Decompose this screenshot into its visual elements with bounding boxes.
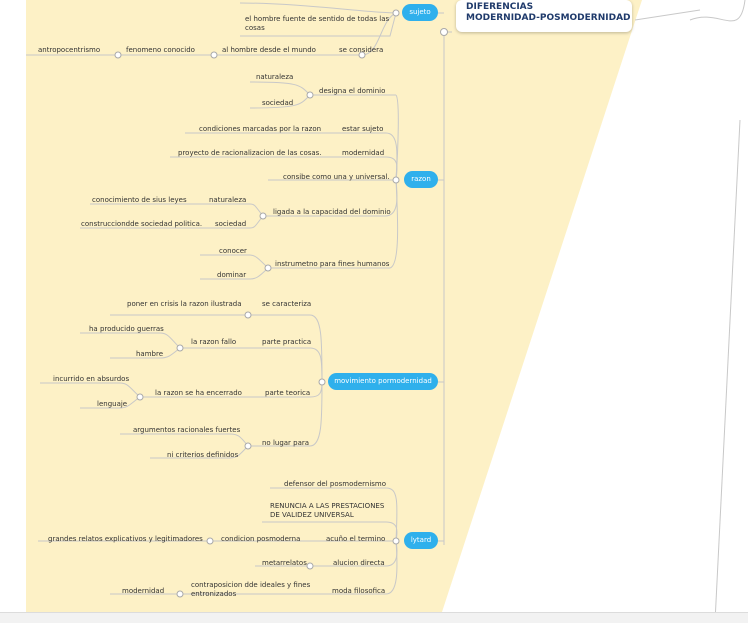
connector-lines — [26, 0, 746, 622]
label-modernidad-2[interactable]: modernidad — [122, 587, 165, 595]
label-caracteriza[interactable]: se caracteriza — [262, 300, 312, 308]
background-area — [26, 0, 642, 612]
label-naturaleza-2[interactable]: naturaleza — [209, 196, 247, 204]
label-antropocentrismo[interactable]: antropocentrismo — [38, 46, 101, 54]
label-conocer[interactable]: conocer — [219, 247, 247, 255]
label-no-lugar[interactable]: no lugar para — [262, 439, 310, 447]
label-hombre-fuente[interactable]: el hombre fuente de sentido de todas las… — [245, 15, 390, 32]
label-contraposicion[interactable]: contraposicion dde ideales y fines entro… — [191, 581, 311, 598]
label-ligada[interactable]: ligada a la capacidad del dominio — [273, 208, 391, 216]
label-esta-sujeto[interactable]: estar sujeto — [342, 125, 384, 133]
label-defensor[interactable]: defensor del posmodernismo — [284, 480, 387, 488]
label-fenomeno-conocido[interactable]: fenomeno conocido — [126, 46, 195, 54]
label-condiciones[interactable]: condiciones marcadas por la razon — [199, 125, 322, 133]
central-topic-text: DIFERENCIAS MODERNIDAD-POSMODERNIDAD — [466, 2, 631, 23]
label-designa[interactable]: designa el dominio — [319, 87, 386, 95]
label-sociedad-1[interactable]: sociedad — [262, 99, 294, 107]
label-moda[interactable]: moda filosofica — [332, 587, 386, 595]
label-criterios[interactable]: ni criterios definidos — [167, 451, 239, 459]
label-absurdos[interactable]: incurrido en absurdos — [53, 375, 130, 383]
node-sujeto[interactable]: sujeto — [402, 4, 438, 21]
label-parte-practica[interactable]: parte practica — [262, 338, 312, 346]
label-renuncia[interactable]: RENUNCIA A LAS PRESTACIONES DE VALIDEZ U… — [270, 502, 385, 519]
label-parte-teorica[interactable]: parte teorica — [265, 389, 311, 397]
central-topic[interactable]: DIFERENCIAS MODERNIDAD-POSMODERNIDAD — [456, 0, 632, 32]
label-guerras[interactable]: ha producido guerras — [89, 325, 164, 333]
label-argumentos[interactable]: argumentos racionales fuertes — [133, 426, 241, 434]
label-grandes-relatos[interactable]: grandes relatos explicativos y legitimad… — [48, 535, 203, 543]
bottom-scrollbar[interactable] — [0, 612, 748, 623]
label-razon-fallo[interactable]: la razon fallo — [191, 338, 237, 346]
label-proyecto[interactable]: proyecto de racionalizacion de las cosas… — [178, 149, 322, 157]
label-naturaleza-1[interactable]: naturaleza — [256, 73, 294, 81]
label-alucion[interactable]: alucion directa — [333, 559, 385, 567]
node-lytard[interactable]: lytard — [404, 532, 438, 549]
label-poner-crisis[interactable]: poner en crisis la razon ilustrada — [127, 300, 242, 308]
node-razon[interactable]: razon — [404, 171, 438, 188]
label-se-considera[interactable]: se considera — [339, 46, 384, 54]
label-condicion[interactable]: condicion posmoderna — [221, 535, 301, 543]
label-al-hombre[interactable]: al hombre desde el mundo — [222, 46, 316, 54]
label-lenguaje[interactable]: lenguaje — [97, 400, 128, 408]
label-acuno[interactable]: acuño el termino — [326, 535, 386, 543]
connector-dots — [114, 9, 448, 598]
label-dominar[interactable]: dominar — [217, 271, 247, 279]
node-movimiento-posmodernidad[interactable]: movimiento pormodernidad — [328, 373, 438, 390]
label-sociedad-2[interactable]: sociedad — [215, 220, 247, 228]
label-instrumetno[interactable]: instrumetno para fines humanos — [275, 260, 390, 268]
label-hambre[interactable]: hambre — [136, 350, 164, 358]
label-encerrado[interactable]: la razon se ha encerrado — [155, 389, 242, 397]
label-modernidad-1[interactable]: modernidad — [342, 149, 385, 157]
label-conocimiento[interactable]: conocimiento de sius leyes — [92, 196, 187, 204]
label-consibe[interactable]: consibe como una y universal. — [283, 173, 390, 181]
label-metarrelatos[interactable]: metarrelatos — [262, 559, 307, 567]
label-construccion[interactable]: construcciondde sociedad politica. — [81, 220, 203, 228]
